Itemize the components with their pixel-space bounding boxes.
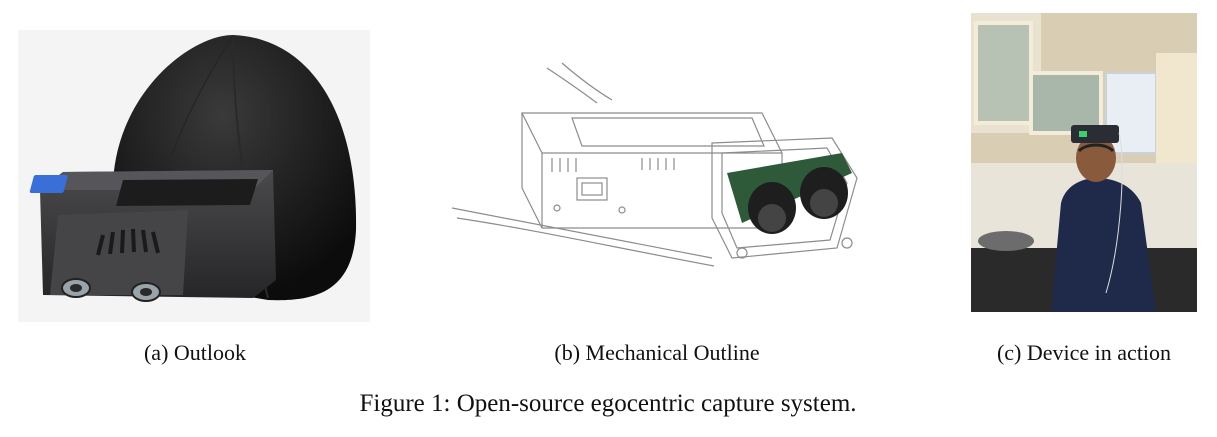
subfigure-caption-b: (b) Mechanical Outline bbox=[554, 340, 760, 365]
mechanical-outline bbox=[452, 58, 862, 280]
subfigure-caption-a: (a) Outlook bbox=[143, 340, 247, 365]
cap-device-render-icon bbox=[18, 30, 370, 322]
person-photo-icon bbox=[971, 13, 1197, 312]
outlook-render bbox=[18, 30, 370, 322]
subfigure-caption-c: (c) Device in action bbox=[996, 340, 1172, 365]
figure-caption: Figure 1: Open-source egocentric capture… bbox=[359, 390, 857, 417]
device-in-action-photo bbox=[971, 13, 1197, 312]
mechanical-outline-drawing-icon bbox=[452, 62, 858, 267]
